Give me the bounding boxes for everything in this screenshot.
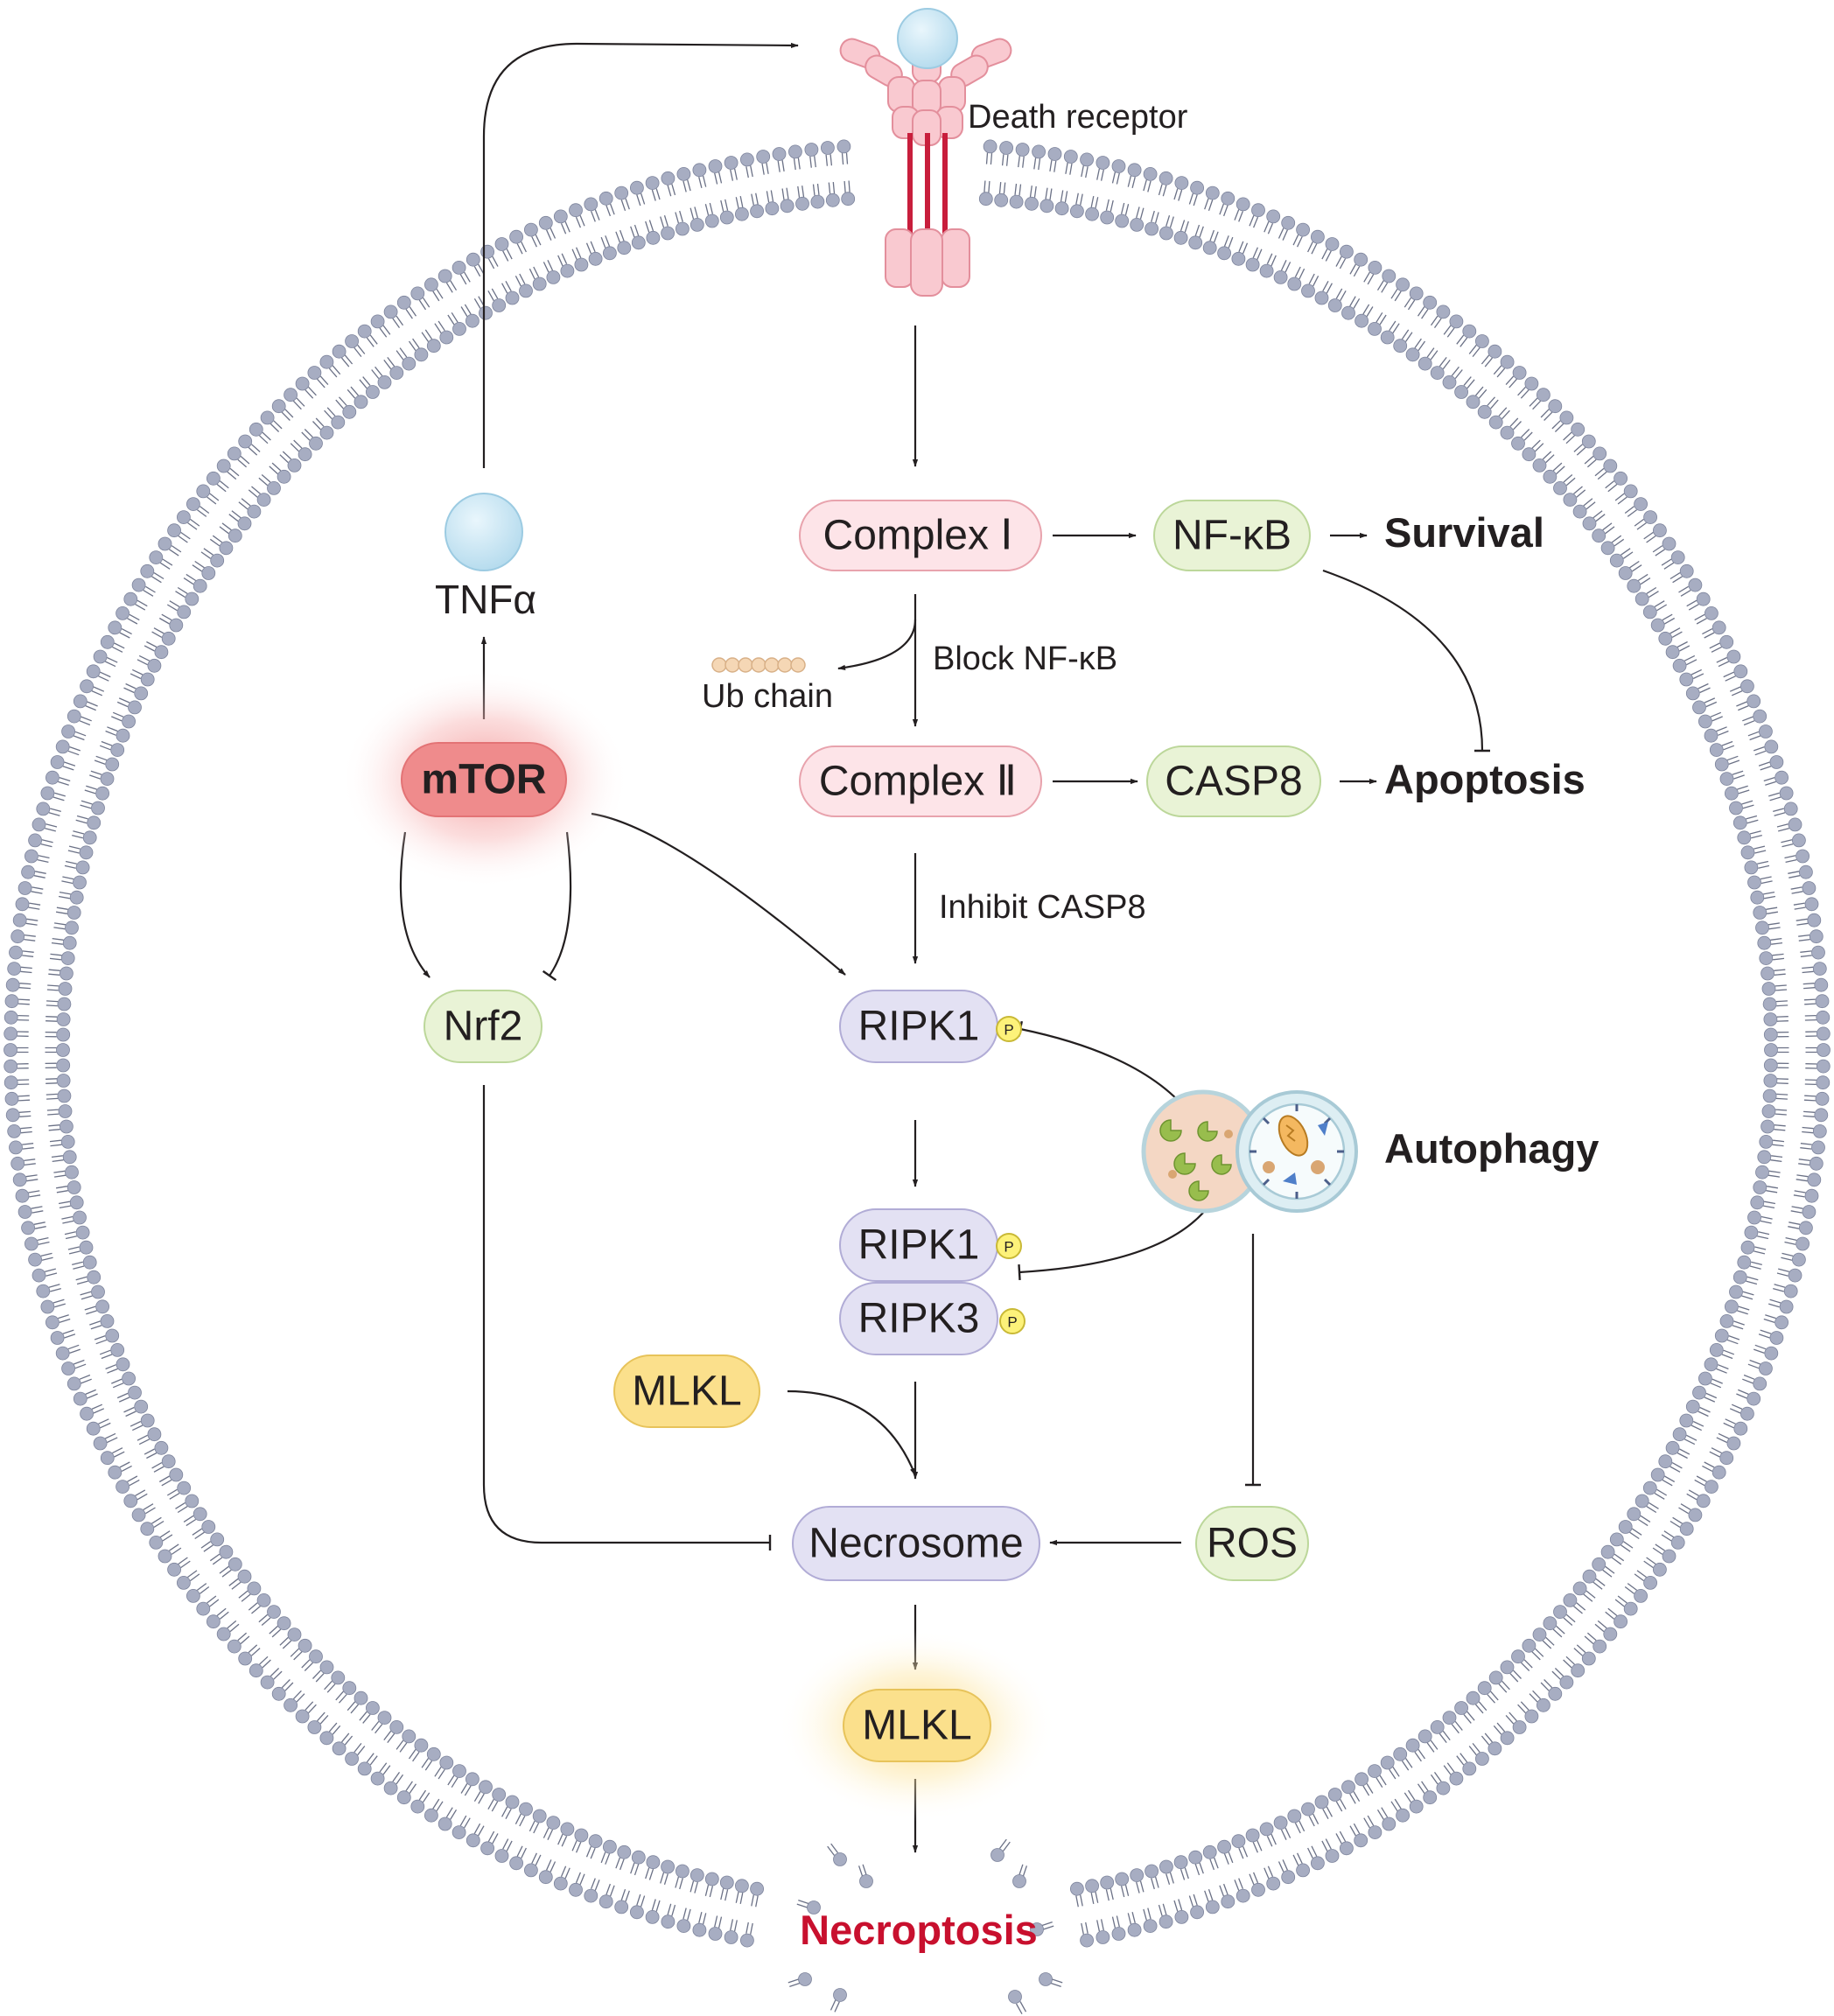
mtor-label: mTOR [421,757,546,803]
phospho-badge-ripk1: P [996,1016,1022,1042]
svg-text:P: P [1004,1239,1013,1256]
ub-chain-icon [711,657,806,673]
ripk3-label: RIPK3 [858,1296,980,1342]
node-ripk1-complex[interactable]: RIPK1 [839,1208,998,1282]
ros-label: ROS [1207,1521,1298,1567]
survival-label: Survival [1384,509,1544,556]
ub-bead [777,657,793,673]
ub-bead [764,657,780,673]
complex1-label: Complex Ⅰ [823,513,1013,559]
ub-bead [724,657,740,673]
mlkl-output-label: MLKL [862,1703,971,1749]
node-mlkl-input[interactable]: MLKL [613,1354,760,1428]
tnfa-label: TNFα [435,577,536,622]
svg-text:P: P [1004,1022,1013,1039]
edge-nrf2-inhibits-necrosome [482,1085,772,1550]
autophagy-label: Autophagy [1384,1125,1599,1172]
node-ripk3[interactable]: RIPK3 [839,1282,998,1355]
phospho-badge-ripk3: P [999,1308,1026,1334]
node-complex1[interactable]: Complex Ⅰ [799,500,1042,571]
node-ros[interactable]: ROS [1195,1506,1309,1581]
edge-mlkl-to-necrosome [787,1390,917,1476]
apoptosis-label: Apoptosis [1384,756,1586,802]
death-receptor-icon [839,8,1012,297]
tnfa-ligand-icon [444,493,523,571]
edge-nfkb-inhibits-apoptosis [1322,569,1491,752]
nrf2-label: Nrf2 [444,1004,523,1050]
phospho-badge-ripk1-complex: P [996,1233,1022,1259]
nfkb-label: NF-κB [1172,513,1292,559]
casp8-label: CASP8 [1165,759,1302,805]
node-casp8[interactable]: CASP8 [1146,746,1321,817]
node-necrosome[interactable]: Necrosome [792,1506,1040,1581]
ripk1-label: RIPK1 [858,1004,980,1050]
ub-chain-label: Ub chain [702,678,833,715]
ub-bead [790,657,806,673]
edge-autophagy-inhibits-ripk1-ripk3 [1018,1212,1204,1281]
necrosome-label: Necrosome [808,1521,1023,1567]
complex2-label: Complex Ⅱ [819,759,1017,805]
cell-membrane [4,139,1830,2015]
edge-complex1-to-ub-chain [837,619,917,671]
block-nfkb-label: Block NF-κB [933,640,1117,677]
node-complex2[interactable]: Complex Ⅱ [799,746,1042,817]
ub-bead [738,657,753,673]
svg-text:P: P [1007,1314,1017,1331]
node-mtor[interactable]: mTOR [401,742,567,817]
edge-tnfa-to-receptor [482,42,799,468]
node-nfkb[interactable]: NF-κB [1153,500,1311,571]
node-nrf2[interactable]: Nrf2 [424,990,542,1063]
inhibit-casp8-label: Inhibit CASP8 [939,889,1146,926]
ub-bead [711,657,727,673]
node-mlkl-output[interactable]: MLKL [843,1689,991,1762]
autophagosome-icon [1141,1089,1358,1214]
necroptosis-label: Necroptosis [800,1907,1038,1953]
death-receptor-label: Death receptor [968,99,1188,136]
ripk1-b-label: RIPK1 [858,1222,980,1269]
mlkl-input-label: MLKL [632,1368,741,1415]
node-ripk1[interactable]: RIPK1 [839,990,998,1063]
ub-bead [751,657,766,673]
edge-mtor-to-ripk1 [591,812,846,976]
